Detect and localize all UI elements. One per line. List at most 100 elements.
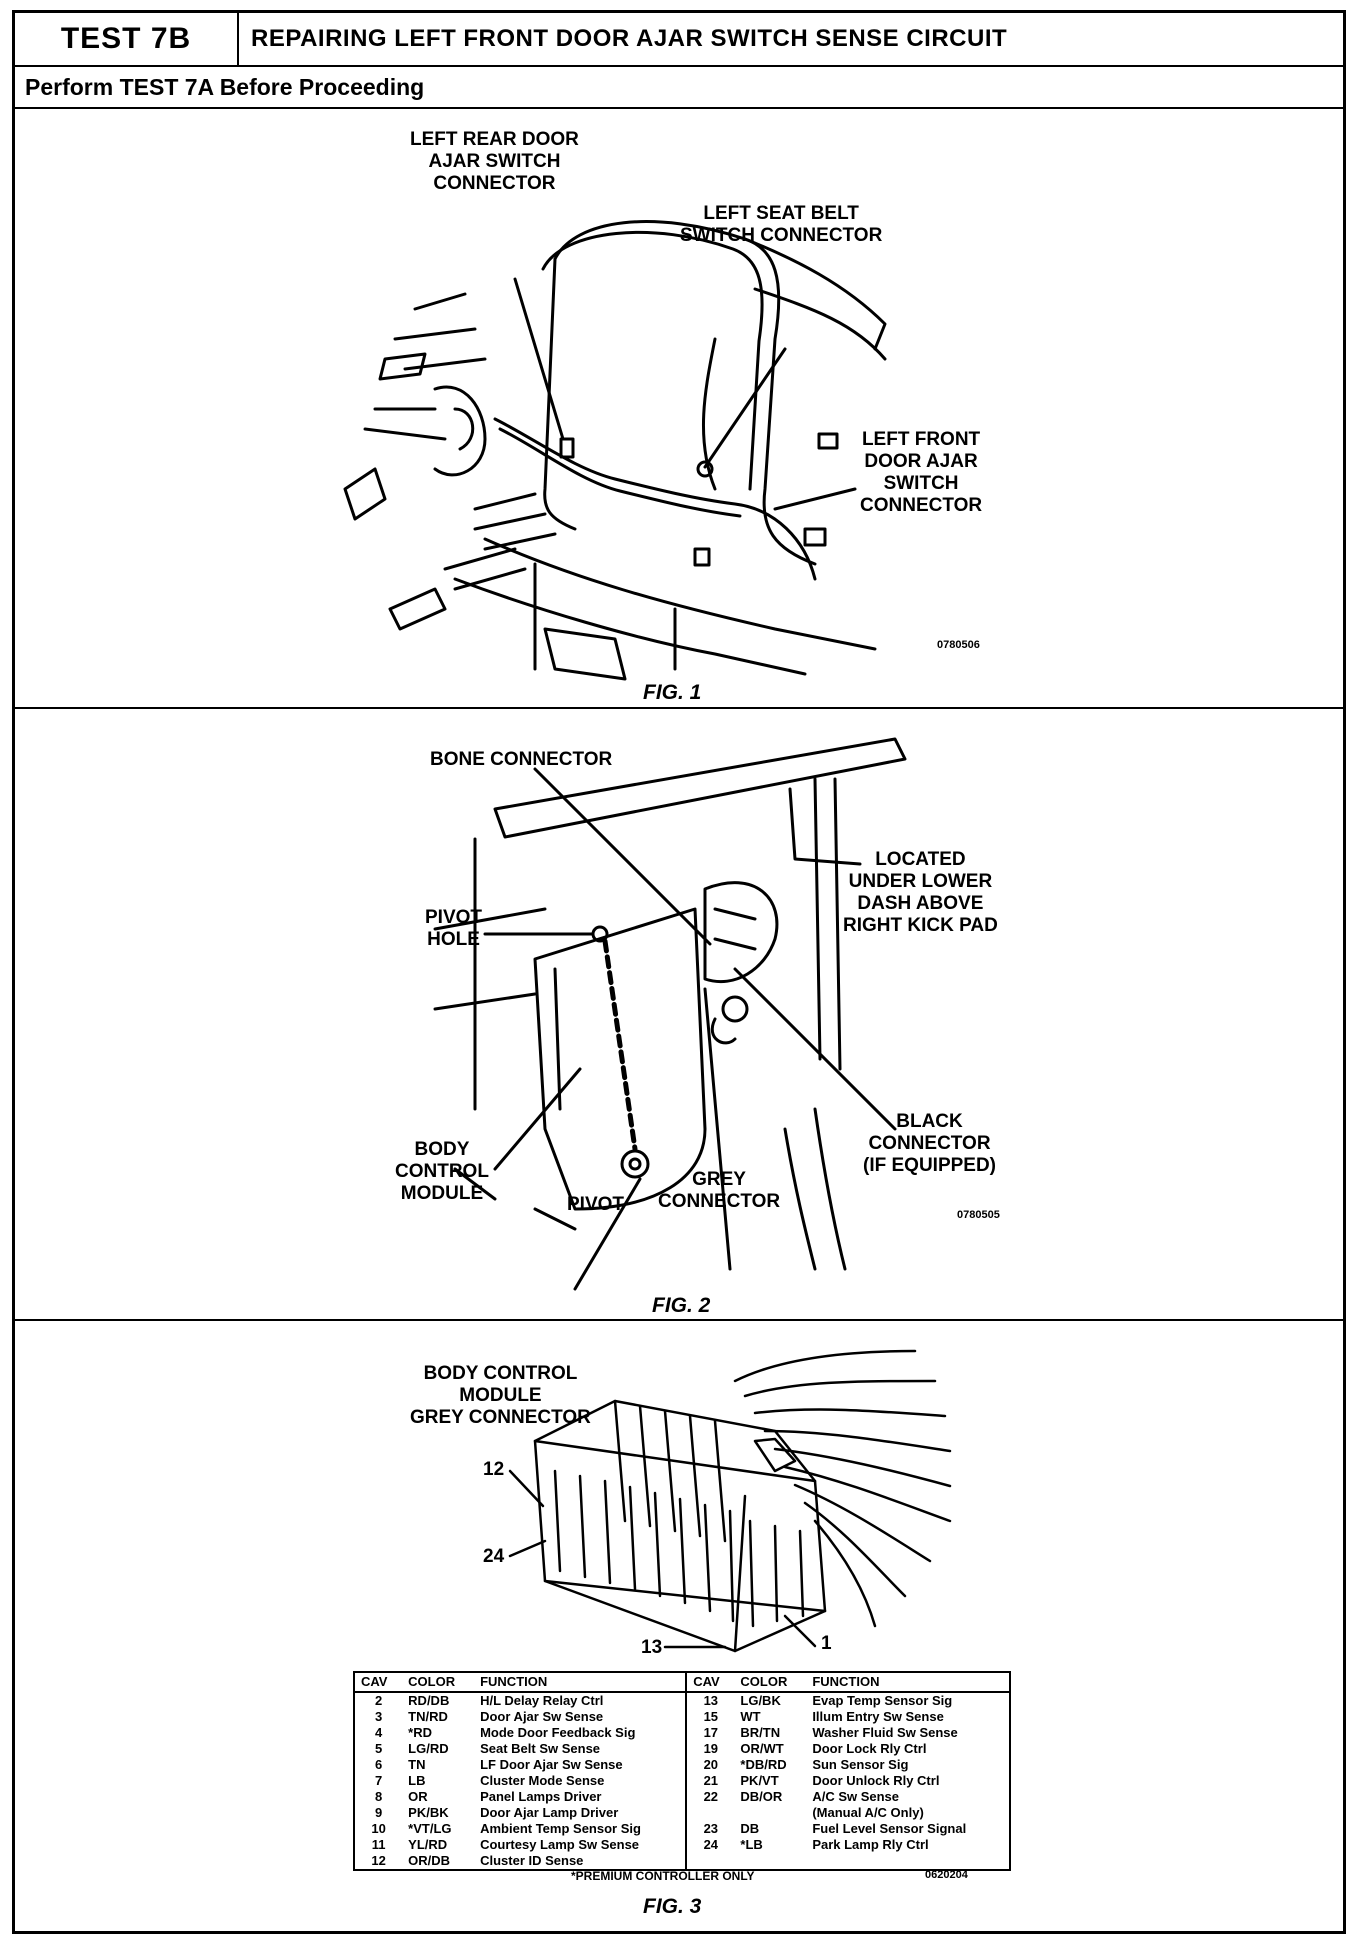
pin-label-24: 24 [483, 1546, 505, 1567]
cav-cell: 17 [685, 1725, 735, 1741]
color-cell [734, 1853, 806, 1870]
table-row: 8 OR Panel Lamps Driver 22 DB/OR A/C Sw Sense [354, 1789, 1010, 1805]
fig2-caption: FIG. 2 [652, 1294, 711, 1317]
color-cell: PK/BK [408, 1805, 449, 1820]
table-header-row: CAV COLOR FUNCTION CAV COLOR FUNCTION [354, 1672, 1010, 1693]
function-cell: Door Unlock Rly Ctrl [812, 1773, 940, 1788]
cav-cell: 7 [374, 1773, 383, 1788]
cav-cell [685, 1853, 735, 1870]
cav-cell: 2 [374, 1693, 383, 1708]
test-id: TEST 7B [15, 13, 239, 65]
function-cell: Mode Door Feedback Sig [480, 1725, 636, 1740]
col-header-function-right: FUNCTION [806, 1672, 1010, 1693]
label-black-connector: BLACK CONNECTOR (IF EQUIPPED) [863, 1111, 997, 1176]
color-cell: OR/DB [408, 1853, 451, 1868]
function-cell: Panel Lamps Driver [480, 1789, 602, 1804]
function-cell: Ambient Temp Sensor Sig [480, 1821, 641, 1836]
label-pivot-hole: PIVOT HOLE [425, 907, 483, 950]
fig2-drawing [433, 737, 907, 1291]
col-header-function-left: FUNCTION [474, 1672, 687, 1693]
color-cell: TN [408, 1757, 426, 1772]
col-header-cav-right: CAV [685, 1672, 735, 1693]
label-grey-connector: GREY CONNECTOR [658, 1169, 781, 1212]
function-cell [806, 1853, 1010, 1870]
color-cell: TN/RD [408, 1709, 448, 1724]
color-cell: DB/OR [740, 1789, 783, 1804]
function-cell: Seat Belt Sw Sense [480, 1741, 601, 1756]
header-bar: TEST 7B REPAIRING LEFT FRONT DOOR AJAR S… [15, 13, 1343, 67]
fig3-connector-drawing [508, 1349, 952, 1653]
prerequisite-note: Perform TEST 7A Before Proceeding [15, 67, 1343, 109]
function-cell: Cluster ID Sense [480, 1853, 584, 1868]
label-pivot: PIVOT [567, 1194, 625, 1215]
function-cell: LF Door Ajar Sw Sense [480, 1757, 623, 1772]
label-bone-connector: BONE CONNECTOR [430, 749, 613, 770]
fig3-caption: FIG. 3 [643, 1895, 702, 1918]
function-cell: Door Ajar Sw Sense [480, 1709, 604, 1724]
function-cell: Courtesy Lamp Sw Sense [480, 1837, 640, 1852]
cav-cell: 6 [374, 1757, 383, 1772]
fig1-caption: FIG. 1 [643, 681, 702, 704]
fig3-code: 0620204 [925, 1869, 968, 1881]
cav-cell: 21 [685, 1773, 735, 1789]
table-footnote: *PREMIUM CONTROLLER ONLY [571, 1869, 755, 1883]
cav-cell [685, 1805, 735, 1821]
color-cell: OR [408, 1789, 428, 1804]
page-title: REPAIRING LEFT FRONT DOOR AJAR SWITCH SE… [251, 25, 1008, 52]
cav-cell: 19 [685, 1741, 735, 1757]
cav-cell: 13 [685, 1692, 735, 1709]
color-cell: PK/VT [740, 1773, 779, 1788]
function-cell: Sun Sensor Sig [812, 1757, 909, 1772]
cav-cell: 8 [374, 1789, 383, 1804]
fig1-drawing [343, 220, 887, 681]
cav-cell: 12 [371, 1853, 386, 1868]
color-cell [734, 1805, 806, 1821]
cav-cell: 5 [374, 1741, 383, 1756]
cav-cell: 11 [371, 1837, 386, 1852]
cavity-function-table: CAV COLOR FUNCTION CAV COLOR FUNCTION 2 R… [353, 1671, 1011, 1871]
table-row: 12 OR/DB Cluster ID Sense [354, 1853, 1010, 1870]
color-cell: LG/RD [408, 1741, 449, 1756]
color-cell: YL/RD [408, 1837, 448, 1852]
function-cell: Evap Temp Sensor Sig [812, 1693, 953, 1708]
fig2-panel: BONE CONNECTOR LOCATED UNDER LOWER DASH … [15, 709, 1343, 1321]
pin-label-1: 1 [821, 1633, 832, 1654]
label-left-rear-door-connector: LEFT REAR DOOR AJAR SWITCH CONNECTOR [410, 129, 579, 194]
label-location: LOCATED UNDER LOWER DASH ABOVE RIGHT KIC… [843, 849, 998, 936]
function-cell: (Manual A/C Only) [812, 1805, 924, 1820]
col-header-cav-left: CAV [354, 1672, 403, 1693]
fig2-code: 0780505 [957, 1209, 1000, 1221]
color-cell: *LB [740, 1837, 763, 1852]
cav-cell: 22 [685, 1789, 735, 1805]
label-left-front-door-ajar-connector: LEFT FRONT DOOR AJAR SWITCH CONNECTOR [860, 429, 983, 516]
function-cell: A/C Sw Sense [812, 1789, 900, 1804]
function-cell: Washer Fluid Sw Sense [812, 1725, 958, 1740]
color-cell: *DB/RD [740, 1757, 787, 1772]
cav-cell: 24 [685, 1837, 735, 1853]
function-cell: H/L Delay Relay Ctrl [480, 1693, 604, 1708]
function-cell: Fuel Level Sensor Signal [812, 1821, 967, 1836]
cav-cell: 15 [685, 1709, 735, 1725]
fig1-code: 0780506 [937, 639, 980, 651]
fig1-panel: LEFT REAR DOOR AJAR SWITCH CONNECTOR LEF… [15, 109, 1343, 709]
color-cell: LB [408, 1773, 426, 1788]
function-cell: Cluster Mode Sense [480, 1773, 605, 1788]
cav-cell: 23 [685, 1821, 735, 1837]
col-header-color-right: COLOR [734, 1672, 807, 1693]
color-cell: BR/TN [740, 1725, 781, 1740]
cav-cell: 3 [374, 1709, 383, 1724]
fig3-title: BODY CONTROL MODULE GREY CONNECTOR [410, 1363, 591, 1428]
table-row: 7 LB Cluster Mode Sense 21 PK/VT Door Unlock … [354, 1773, 1010, 1789]
pin-label-13: 13 [641, 1637, 663, 1658]
color-cell: RD/DB [408, 1693, 450, 1708]
col-header-color-left: COLOR [402, 1672, 475, 1693]
color-cell: *RD [408, 1725, 433, 1740]
label-left-seat-belt-connector: LEFT SEAT BELT SWITCH CONNECTOR [680, 203, 883, 246]
